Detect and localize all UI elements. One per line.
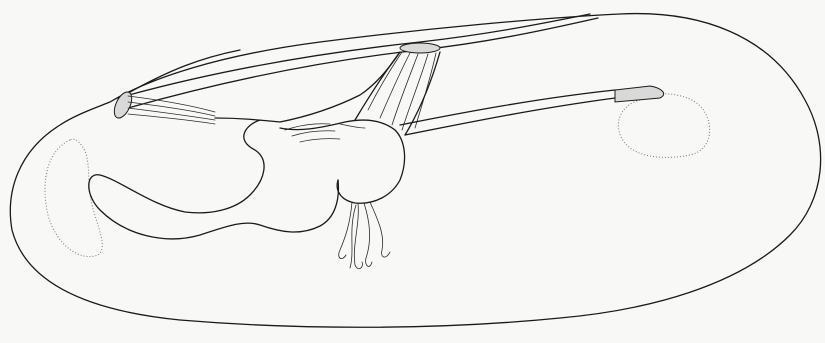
byssal-threads-icon — [339, 202, 390, 269]
anterior-muscle-scar-icon — [45, 139, 102, 256]
siphon-retractor-cap-icon — [400, 43, 440, 53]
foot-icon — [89, 120, 339, 239]
posterior-retractor-icon — [405, 98, 615, 135]
adductor-fibers-icon — [128, 96, 215, 124]
posterior-adductor-icon — [615, 86, 664, 102]
central-muscle-mass-icon — [215, 52, 400, 122]
mantle-edge-inner-icon — [128, 18, 598, 108]
posterior-retractor-lower-icon — [400, 90, 615, 125]
posterior-muscle-scar-icon — [618, 94, 709, 158]
mantle-edge-icon — [118, 14, 590, 98]
central-mass-lower-icon — [280, 120, 405, 203]
dorsal-muscle-band-icon — [130, 50, 240, 92]
siphon-retractor-icon — [355, 52, 440, 135]
